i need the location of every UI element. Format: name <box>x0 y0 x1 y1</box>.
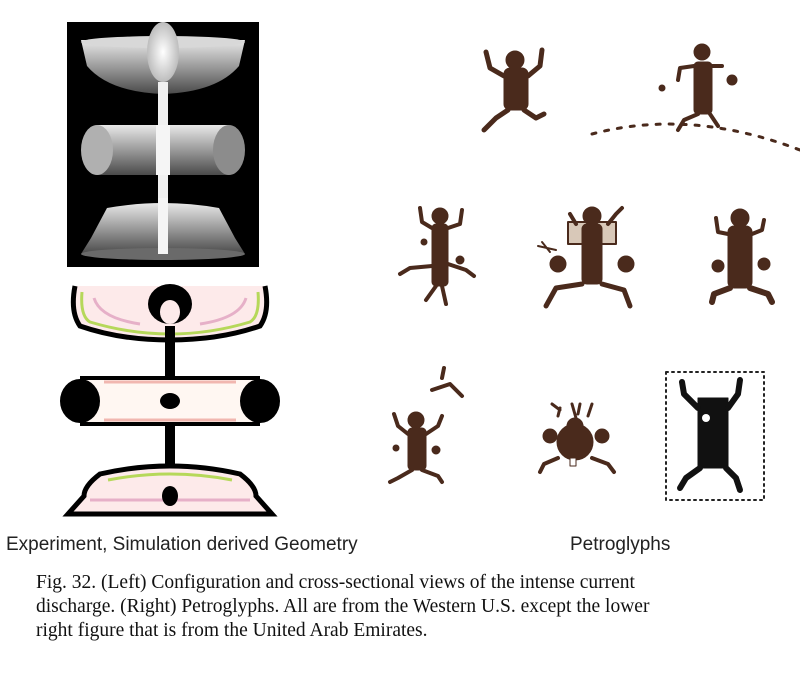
petroglyph-6 <box>388 366 464 484</box>
petroglyph-8-uae <box>665 371 765 501</box>
figure-caption: Fig. 32. (Left) Configuration and cross-… <box>36 571 796 643</box>
simulation-render-image <box>67 22 259 267</box>
figure-caption-line-3: right figure that is from the United Ara… <box>36 620 428 641</box>
petroglyph-1 <box>481 47 547 133</box>
cross-section-diagram <box>60 284 280 517</box>
petroglyph-3 <box>398 206 476 306</box>
petroglyph-5 <box>709 208 775 305</box>
petroglyph-4 <box>537 206 635 309</box>
left-caption: Experiment, Simulation derived Geometry <box>6 534 358 555</box>
dotted-ground-line <box>590 122 800 152</box>
right-caption: Petroglyphs <box>570 534 671 555</box>
petroglyph-2 <box>590 43 800 152</box>
petroglyphs-panel <box>388 43 800 501</box>
figure-caption-line-1: Fig. 32. (Left) Configuration and cross-… <box>36 572 635 593</box>
petroglyph-7 <box>538 402 616 474</box>
figure-caption-line-2: discharge. (Right) Petroglyphs. All are … <box>36 596 650 617</box>
